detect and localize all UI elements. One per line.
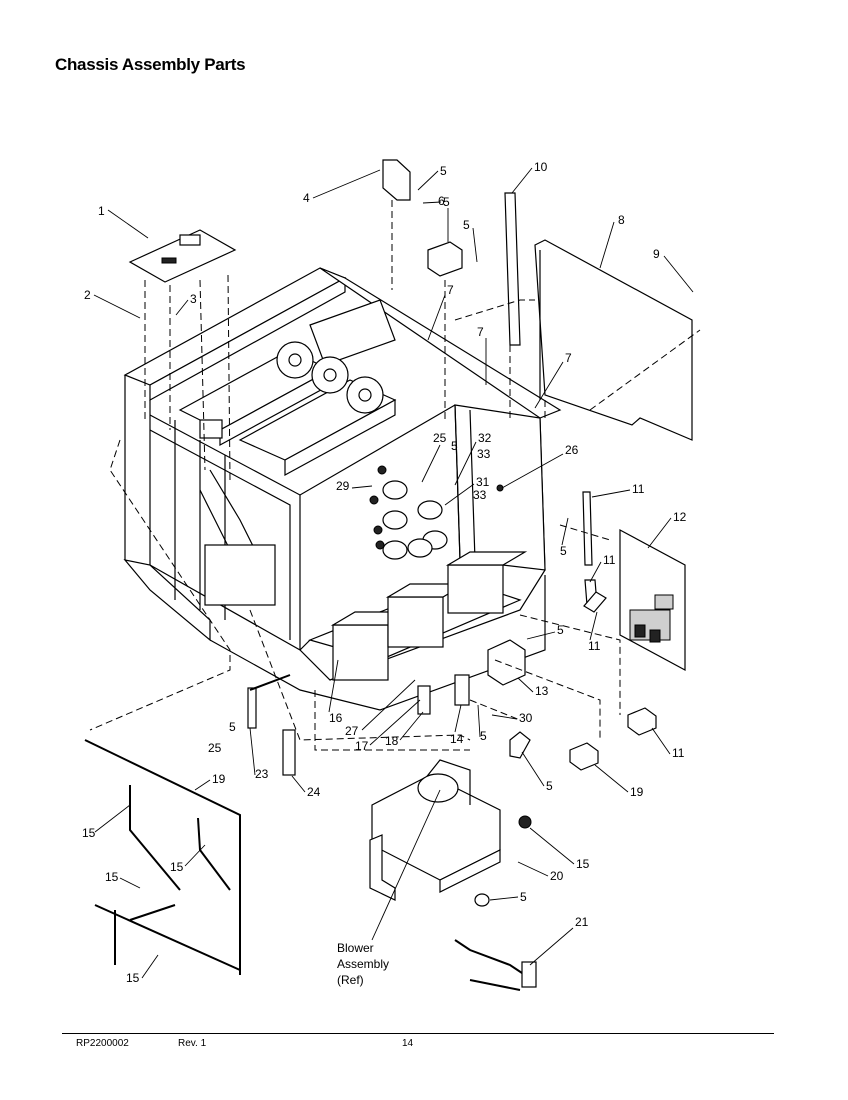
callout-label: 11 bbox=[603, 553, 616, 567]
bracket-4 bbox=[382, 159, 411, 201]
small-parts bbox=[247, 674, 657, 776]
callout-label: 10 bbox=[534, 160, 548, 174]
callout-label: 12 bbox=[673, 510, 687, 524]
callout-label: 5 bbox=[229, 720, 236, 734]
callout-label: 24 bbox=[307, 785, 321, 799]
callout-label: 15 bbox=[105, 870, 119, 884]
callout-label: 8 bbox=[618, 213, 625, 227]
capacitor-bank bbox=[369, 465, 504, 560]
side-panel-8 bbox=[534, 239, 693, 441]
callout-label: 13 bbox=[535, 684, 549, 698]
callout-label: 27 bbox=[345, 724, 359, 738]
bar-11 bbox=[509, 491, 607, 759]
circuit-board-12 bbox=[619, 528, 686, 672]
control-board bbox=[128, 229, 237, 283]
callout-label: 5 bbox=[546, 779, 553, 793]
callout-label: 7 bbox=[477, 325, 484, 339]
callout-label: 15 bbox=[576, 857, 590, 871]
top-transformers bbox=[178, 299, 397, 477]
callout-label: 21 bbox=[575, 915, 589, 929]
callout-label: 7 bbox=[447, 283, 454, 297]
callout-label: 26 bbox=[565, 443, 579, 457]
callout-label: 14 bbox=[450, 732, 464, 746]
callout-label: 2 bbox=[84, 288, 91, 302]
callout-label: 25 bbox=[208, 741, 222, 755]
power-cord bbox=[454, 939, 537, 991]
callout-labels: 1 2 3 4 5 5 6 5 7 10 8 9 7 7 bbox=[82, 160, 694, 985]
callout-label: 23 bbox=[255, 767, 269, 781]
callout-label: 20 bbox=[550, 869, 564, 883]
callout-label: 5 bbox=[451, 439, 458, 453]
revision-label: Rev. 1 bbox=[178, 1038, 207, 1049]
callout-label: 5 bbox=[557, 623, 564, 637]
callout-label: 5 bbox=[560, 544, 567, 558]
callout-label: 30 bbox=[519, 711, 533, 725]
callout-label: 15 bbox=[82, 826, 96, 840]
callout-label: 5 bbox=[480, 729, 487, 743]
callout-label: 19 bbox=[212, 772, 226, 786]
callout-label: 32 bbox=[478, 431, 492, 445]
callout-label: 17 bbox=[355, 739, 369, 753]
callout-label: 25 bbox=[433, 431, 447, 445]
callout-label: 16 bbox=[329, 711, 343, 725]
callout-label: 11 bbox=[632, 482, 645, 496]
callout-label: 3 bbox=[190, 292, 197, 306]
callout-label: 7 bbox=[565, 351, 572, 365]
callout-label: 33 bbox=[473, 488, 487, 502]
footer-rule bbox=[62, 1033, 774, 1034]
callout-label: 29 bbox=[336, 479, 350, 493]
callout-label: 15 bbox=[170, 860, 184, 874]
callout-label: 33 bbox=[477, 447, 491, 461]
callout-label: 5 bbox=[443, 195, 450, 209]
callout-label: 1 bbox=[98, 204, 105, 218]
callout-label: 11 bbox=[588, 639, 601, 653]
page-number: 14 bbox=[402, 1038, 414, 1049]
callout-label: 5 bbox=[463, 218, 470, 232]
callout-label: 5 bbox=[440, 164, 447, 178]
relay-6 bbox=[427, 241, 463, 277]
rod-10 bbox=[504, 192, 521, 346]
reference-label-line: Blower bbox=[337, 941, 374, 955]
gasket-strips bbox=[84, 739, 241, 975]
blower-assembly bbox=[369, 759, 532, 907]
bottom-transformers bbox=[204, 544, 528, 681]
explode-lines bbox=[89, 200, 701, 751]
callout-label: 31 bbox=[476, 475, 490, 489]
switch-13 bbox=[487, 639, 526, 686]
callout-label: 4 bbox=[303, 191, 310, 205]
callout-label: 19 bbox=[630, 785, 644, 799]
callout-label: 5 bbox=[520, 890, 527, 904]
callout-label: 11 bbox=[672, 746, 685, 760]
blower-reference-label: Blower Assembly (Ref) bbox=[337, 789, 441, 987]
page-title: Chassis Assembly Parts bbox=[55, 55, 246, 74]
callout-label: 18 bbox=[385, 734, 399, 748]
callout-label: 15 bbox=[126, 971, 140, 985]
document-number: RP2200002 bbox=[76, 1038, 129, 1049]
reference-label-line: Assembly bbox=[337, 957, 389, 971]
callout-label: 9 bbox=[653, 247, 660, 261]
reference-label-line: (Ref) bbox=[337, 973, 364, 987]
callout-label: 6 bbox=[438, 194, 445, 208]
